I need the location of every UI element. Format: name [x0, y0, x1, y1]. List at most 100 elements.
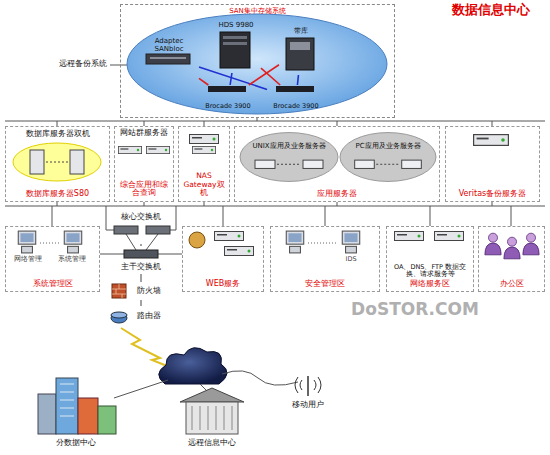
server-icon: [402, 160, 422, 168]
zone-icons: [286, 231, 303, 253]
device-node: 移动用户: [280, 372, 336, 412]
server-icons: [474, 135, 509, 146]
node-text: 数据库服务器双机: [26, 129, 90, 138]
zone-icons: [225, 247, 254, 256]
bus-lines: [5, 206, 545, 207]
node-text: Veritas备份服务器: [459, 189, 527, 198]
connector: [141, 274, 142, 282]
zone-box: Veritas备份服务器: [445, 126, 540, 202]
device-label: 系统管理: [52, 256, 92, 263]
switch-icons: [112, 284, 126, 298]
storage-devices: [150, 57, 186, 59]
wan-illustration: [180, 388, 244, 402]
ellipse-outline: [339, 131, 437, 183]
server-group-ellipse: PC应用及业务服务器: [339, 131, 437, 183]
node-text: 应用服务器: [317, 189, 357, 198]
callout-label: 远程备份系统: [54, 60, 112, 69]
ellipse-shape: [240, 133, 338, 182]
san-ellipse: [127, 14, 387, 114]
zone-icons: [523, 233, 539, 255]
zone-icons: [215, 232, 244, 241]
device-node: Brocade 3900: [199, 85, 257, 113]
switch-icons: [111, 226, 170, 323]
node-text: 网站群服务器: [120, 129, 168, 138]
storage-devices: [223, 36, 247, 39]
zone-box: OA、DNS、FTP 数据交换、请求服务等网络服务区: [386, 226, 474, 292]
node-text: NAS Gateway双机: [181, 172, 227, 198]
node-caption: 数据库服务器S80: [26, 189, 89, 198]
storage-devices: [220, 32, 250, 68]
bus-lines: [511, 206, 512, 226]
node-text: 核心交换机: [121, 212, 161, 221]
bus-lines: [204, 202, 205, 206]
wan-illustration: [38, 394, 56, 434]
ellipse-shape: [340, 133, 436, 182]
zone-icons: [342, 231, 359, 253]
ellipsis-dashes: [376, 164, 400, 165]
wan-illustration: [60, 384, 74, 416]
device-node: 分数据中心: [28, 372, 124, 450]
bus-lines: [146, 234, 158, 250]
connector: [141, 300, 142, 306]
device-node: 防火墙: [110, 282, 172, 300]
device-node: 主干交换机: [110, 246, 172, 274]
zone-box: 网站群服务器综合应用和综合查询: [114, 126, 174, 202]
zone-box: NAS Gateway双机: [178, 126, 230, 202]
zone-icons: [18, 231, 35, 253]
zone-icons: [395, 232, 424, 241]
zone-box: WEB服务: [182, 226, 264, 292]
node-text: SAN集中存储系统: [229, 7, 286, 15]
bus-lines: [110, 65, 127, 66]
diagram-title: 数据信息中心: [436, 3, 546, 17]
storage-devices: [146, 54, 190, 64]
wan-illustration: [78, 398, 98, 434]
node-text: 防火墙: [137, 286, 161, 295]
storage-devices: [223, 42, 247, 45]
node-text: 移动用户: [292, 400, 324, 409]
zone-icons: [18, 231, 539, 259]
wan-illustration: [186, 402, 238, 434]
wan-illustration: [307, 376, 309, 396]
switch-icons: [146, 226, 170, 234]
storage-devices: [290, 42, 310, 50]
node-text: Brocade 3900: [205, 103, 250, 110]
server-icons: [118, 146, 141, 153]
wan-illustration: [98, 406, 116, 434]
wan-illustration: [114, 380, 168, 398]
node-text: 主干交换机: [121, 262, 161, 271]
storage-devices: [286, 38, 314, 70]
bus-lines: [158, 254, 182, 255]
node-text: 安全管理区: [305, 279, 345, 288]
node-text: OA、DNS、FTP 数据交换、请求服务等: [389, 264, 471, 279]
bus-lines: [492, 202, 493, 206]
ellipsis-dashes: [277, 164, 301, 165]
bus-lines: [144, 202, 145, 206]
device-node: Adaptec SANbloc: [139, 35, 199, 79]
server-icon: [255, 160, 275, 168]
device-node: 核心交换机: [110, 210, 172, 244]
server-group-ellipse: UNIX应用及业务服务器: [239, 131, 339, 183]
zone-icons: [64, 231, 81, 253]
node-text: 办公区: [500, 279, 524, 288]
server-icon: [303, 160, 323, 168]
wan-illustration: [192, 406, 232, 430]
switch-icons: [111, 313, 127, 323]
connector: [230, 73, 232, 85]
ellipse-outline: [239, 131, 339, 183]
zone-icons: [485, 233, 501, 255]
storage-devices: [276, 86, 314, 92]
node-text: PC应用及业务服务器: [355, 142, 420, 150]
wan-illustration: [121, 328, 172, 368]
device-node: 路由器: [110, 306, 172, 326]
zone-box: 办公区: [478, 226, 545, 292]
zone-box: 应用服务器 UNIX应用及业务服务器 PC应用及业务服务器: [234, 126, 440, 202]
server-icons: [30, 150, 44, 174]
connector: [297, 75, 298, 85]
switch-icons: [114, 226, 138, 234]
bus-lines: [5, 121, 545, 122]
server-icons: [13, 143, 101, 181]
zone-icons: [40, 243, 60, 244]
bus-lines: [126, 234, 136, 250]
server-icons: [46, 162, 68, 163]
